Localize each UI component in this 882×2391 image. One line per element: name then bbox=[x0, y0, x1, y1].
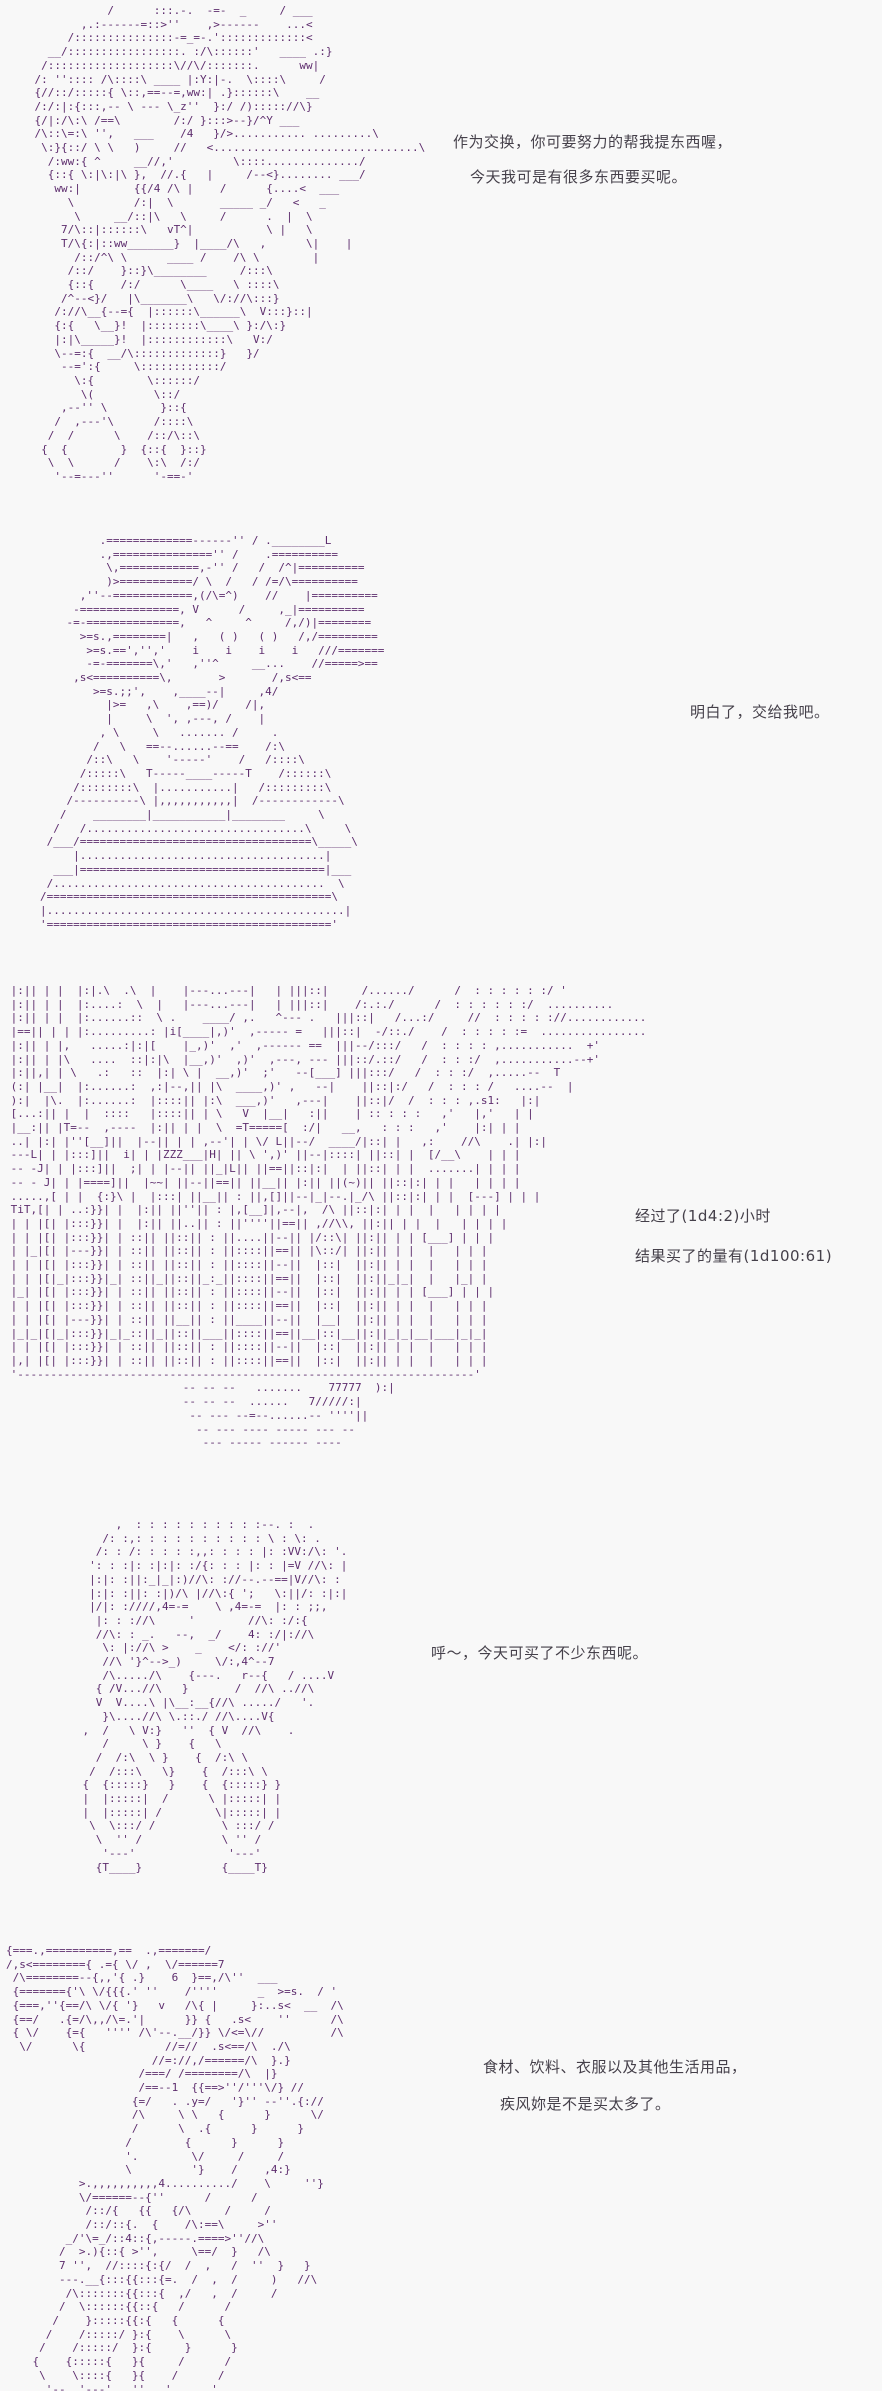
aa-panel-2: .=============------'' / .________L .,==… bbox=[40, 534, 385, 931]
aa-panel-5: {===.,==========,== .,=======/ /,s<=====… bbox=[6, 1944, 344, 2391]
dialogue-5-line-1: 食材、饮料、衣服以及其他生活用品， bbox=[483, 2058, 747, 2076]
dialogue-1-line-1: 作为交换，你可要努力的帮我提东西喔， bbox=[453, 133, 733, 151]
dialogue-4-line-1: 呼～，今天可买了不少东西呢。 bbox=[431, 1644, 649, 1662]
aa-panel-3: |:|| | | |:|.\ .\ | |---...---| | |||::|… bbox=[10, 984, 647, 1450]
dialogue-2-line-1: 明白了，交给我吧。 bbox=[690, 703, 830, 721]
dialogue-3-line-2: 结果买了的量有(1d100:61) bbox=[635, 1247, 833, 1265]
aa-panel-4: , : : : : : : : : : :--. : . /: :,: : : … bbox=[82, 1518, 348, 1874]
dialogue-1-line-2: 今天我可是有很多东西要买呢。 bbox=[470, 168, 688, 186]
aa-panel-1: / :::.-. -=- _ / ___ ,.:------=::>'' ,>-… bbox=[34, 4, 426, 483]
dialogue-3-line-1: 经过了(1d4:2)小时 bbox=[635, 1207, 771, 1225]
dialogue-5-line-2: 疾风妳是不是买太多了。 bbox=[500, 2095, 671, 2113]
